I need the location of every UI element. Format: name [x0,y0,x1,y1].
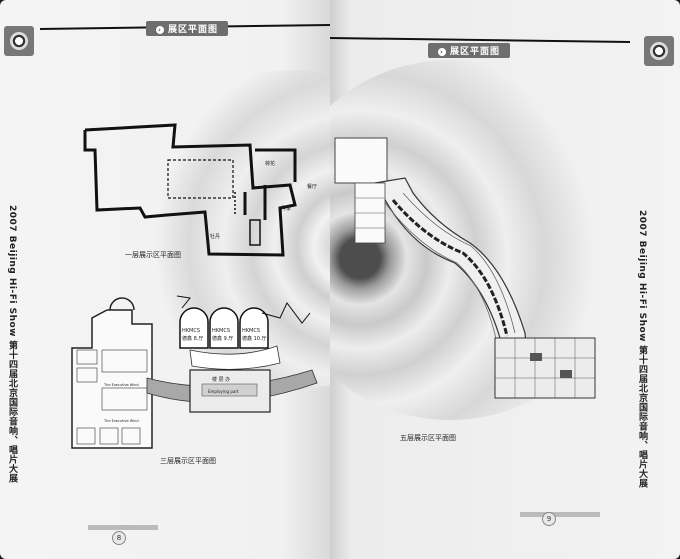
floor1-outline [83,123,297,257]
room-label-d: 牡丹 [210,233,220,240]
footer-bar-left [88,525,158,530]
hall-1-line2: 德鑫 8.厅 [182,335,203,342]
left-page: › 展区平面图 2007 Beijing Hi-Fi Show 第十四届北京国际音… [0,0,332,559]
floor3-left-wing [71,309,153,449]
hall-3-line1: HKMCS [242,328,260,334]
speaker-icon-right [644,36,674,66]
floor5-top-block [334,137,388,184]
side-title-left: 2007 Beijing Hi-Fi Show 第十四届北京国际音响、唱片大展 [7,205,17,484]
floor1-caption: 一层展示区平面图 [125,251,181,259]
floor3-caption: 三层展示区平面图 [160,457,216,465]
header-ribbon-left: › 展区平面图 [146,21,229,36]
floor3-plan: The Executive Wind The Executive Wind HK… [71,295,318,449]
left-label-1: The Executive Wind [103,383,139,387]
side-title-right: 2007 Beijing Hi-Fi Show 第十四届北京国际音响、唱片大展 [637,210,647,489]
room-label-b: 餐厅 [307,183,317,190]
page-number-left: 8 [112,531,126,545]
right-page: › 展区平面图 2007 Beijing Hi-Fi Show 第十四届北京国际音… [330,0,680,559]
room-label-c: 月季 [281,205,291,212]
left-label-2: The Executive Wind [103,419,139,423]
room-label-a: 荷花 [265,160,275,167]
floor1-dashed-area [167,159,234,199]
arrow-circle-icon: › [156,25,164,34]
floor5-caption: 五层展示区平面图 [400,434,456,442]
header-ribbon-right: › 展区平面图 [428,43,511,58]
floor5-plan [334,137,596,399]
footer-bar-right [520,512,600,517]
page-number-right: 9 [542,512,556,526]
hall-1-line1: HKMCS [182,328,200,334]
hall-2-line1: HKMCS [212,328,230,334]
arrow-circle-icon-right: › [438,47,446,56]
center-room-line1: 楼 层 办 [212,376,230,383]
floor5-bottom-block [494,337,596,399]
hall-2-line2: 德鑫 9.厅 [212,335,233,342]
hall-3-line2: 德鑫 10.厅 [242,335,267,342]
center-room-line2: Employing part [208,389,239,394]
header-title-right: 展区平面图 [450,47,501,57]
speaker-icon [4,26,34,56]
floor1-plan: 荷花 餐厅 月季 牡丹 [83,123,317,257]
header-rule-right [330,37,631,43]
header-title-left: 展区平面图 [168,25,219,35]
